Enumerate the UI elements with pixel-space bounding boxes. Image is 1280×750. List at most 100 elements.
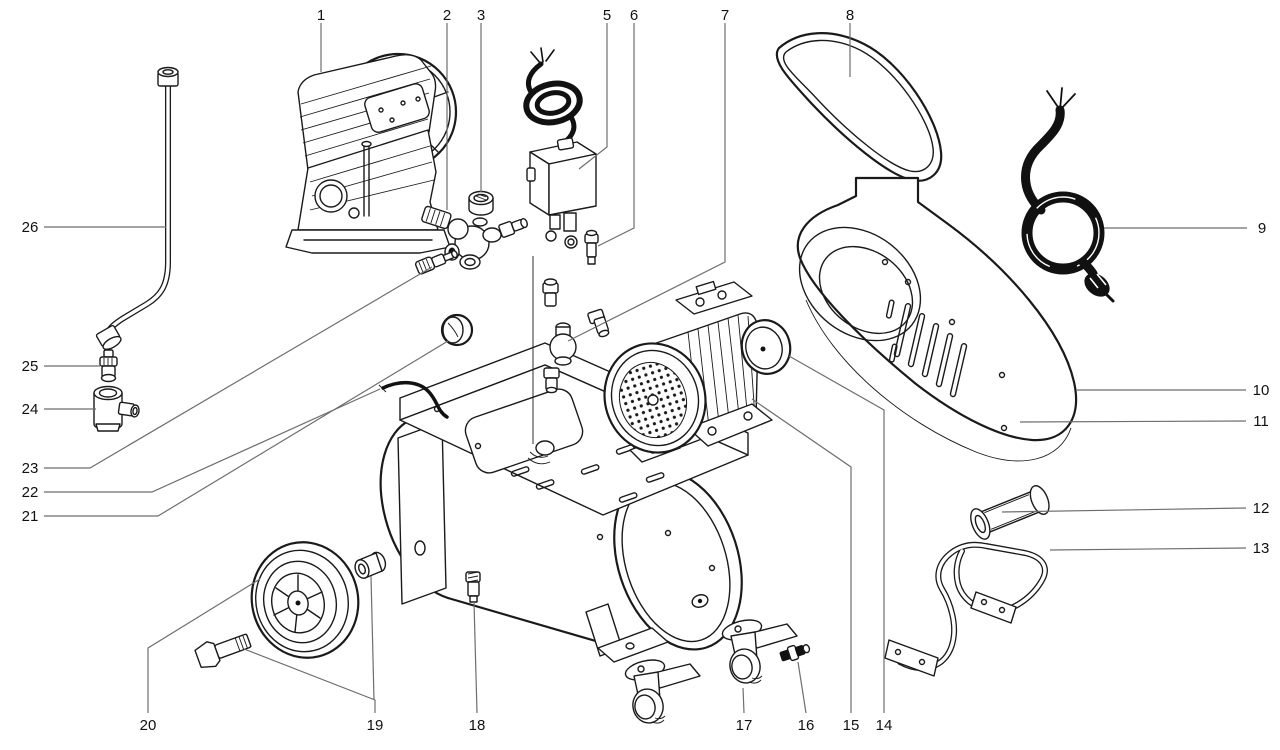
- pressure-gauge: [440, 313, 474, 347]
- switch-cable-coil: [523, 47, 583, 144]
- valve-bodyshell: [549, 333, 577, 361]
- hex-nipple-right: [498, 218, 528, 238]
- switch-front: [529, 151, 550, 216]
- valve-body: [93, 385, 140, 432]
- mounting-plate-hole: [535, 440, 555, 456]
- guard-recess-outer: [798, 226, 922, 342]
- motor-bolt2: [717, 290, 727, 300]
- part-number-16-valve-fitting: 16: [798, 717, 815, 734]
- leader-line-23: [44, 266, 433, 469]
- leader-line-16: [797, 661, 807, 714]
- part-number-7-check-valve: 7: [721, 7, 729, 24]
- guard-recess-inner: [818, 245, 914, 335]
- leader-line-5: [578, 23, 608, 170]
- switch-bottom-fittings: [545, 212, 578, 249]
- air-tank: [378, 256, 749, 663]
- valve-side-port: [117, 401, 140, 418]
- switch-side: [548, 153, 597, 216]
- plug: [1084, 273, 1115, 303]
- part-number-21-pressure-gauge: 21: [22, 508, 39, 525]
- leader-line-11: [1019, 420, 1247, 423]
- motor-foot-rear: [687, 403, 773, 447]
- bracket-hole: [414, 540, 426, 556]
- part-number-9-power-cable: 9: [1258, 220, 1266, 237]
- leader-line-19: [243, 648, 376, 713]
- leader-line-12: [1001, 507, 1247, 513]
- safety-valve: [414, 250, 458, 275]
- hex-nipple-bottom: [543, 367, 560, 394]
- manifold-port-right: [482, 227, 502, 243]
- elbow-fitting: [587, 308, 610, 338]
- capillary-tip: [378, 384, 387, 393]
- leader-line-22: [44, 388, 381, 493]
- pressure-pipe: [95, 66, 179, 350]
- leader-line-14: [788, 355, 885, 713]
- part-number-15-electric-motor: 15: [843, 717, 860, 734]
- part-number-6-connection-nipple: 6: [630, 7, 638, 24]
- guard-vent-slots: [885, 299, 968, 398]
- manifold-port-top: [472, 217, 488, 227]
- power-cable: [1021, 87, 1115, 303]
- part-number-11-belt-guard-backplate: 11: [1253, 413, 1269, 430]
- manifold-lobe: [447, 218, 469, 240]
- handle-tube: [884, 541, 1048, 677]
- v-belt: [775, 32, 943, 182]
- part-number-8-v-belt: 8: [846, 7, 854, 24]
- pressure-switch: [523, 47, 597, 249]
- foot-plate-hole: [625, 642, 635, 650]
- part-number-19-axle-bolt-and-spacer: 19: [367, 717, 384, 734]
- pipe-nut-top: [157, 66, 179, 87]
- part-number-23-safety-valve: 23: [22, 460, 39, 477]
- motor-bolt1: [695, 297, 705, 307]
- hex-nipple-top: [542, 278, 559, 307]
- pump-base: [285, 229, 451, 254]
- switch-lever: [526, 167, 536, 182]
- part-number-5-pressure-switch: 5: [603, 7, 611, 24]
- leader-line-7: [567, 23, 726, 342]
- caster-wheel-right: [721, 619, 798, 684]
- sight-glass: [314, 179, 360, 219]
- handle-strap-right: [970, 591, 1017, 624]
- part-number-1-compressor-pump-unit: 1: [317, 7, 325, 24]
- part-number-3-cap: 3: [477, 7, 485, 24]
- part-number-20-wheel: 20: [140, 717, 157, 734]
- part-number-18-drain-fitting: 18: [469, 717, 486, 734]
- part-number-24-valve-body: 24: [22, 401, 39, 418]
- axle-spacer: [354, 551, 387, 579]
- part-number-2-manifold-fitting: 2: [443, 7, 451, 24]
- pump-unloader-pipe: [361, 140, 372, 217]
- part-number-13-handle-tube: 13: [1253, 540, 1270, 557]
- part-number-25-reducing-nipple: 25: [22, 358, 39, 375]
- plate-squiggle: [527, 451, 551, 465]
- connection-nipple: [584, 229, 599, 265]
- valve-bottom-port: [554, 356, 572, 366]
- tank-rear-foot-plate: [597, 627, 669, 663]
- wheel: [250, 541, 360, 659]
- deck-holes: [433, 405, 716, 572]
- motor-pulley: [740, 319, 792, 375]
- part-number-12-handle-grip: 12: [1253, 500, 1270, 517]
- drain-fitting: [465, 571, 481, 603]
- leader-line-19: [370, 575, 375, 701]
- handle-strap-left: [884, 639, 939, 677]
- leader-line-18: [473, 601, 478, 714]
- part-number-22-capillary-tube: 22: [22, 484, 39, 501]
- part-number-17-caster-wheel: 17: [736, 717, 753, 734]
- terminal-box-lid: [695, 280, 717, 296]
- valve-plate: [364, 83, 430, 133]
- relief-knurl: [421, 205, 452, 230]
- belt-guard: [796, 176, 1078, 462]
- pipe-nut-bottom: [95, 324, 122, 350]
- manifold-fitting: [421, 205, 502, 270]
- fan-cover: [603, 342, 707, 454]
- switch-knob: [556, 137, 575, 151]
- cap: [468, 190, 494, 216]
- leader-line-6: [597, 23, 635, 247]
- tank-front-bracket: [397, 421, 447, 605]
- reducing-nipple: [99, 349, 118, 383]
- axle-bolt: [194, 633, 252, 669]
- leader-line-15: [751, 398, 852, 713]
